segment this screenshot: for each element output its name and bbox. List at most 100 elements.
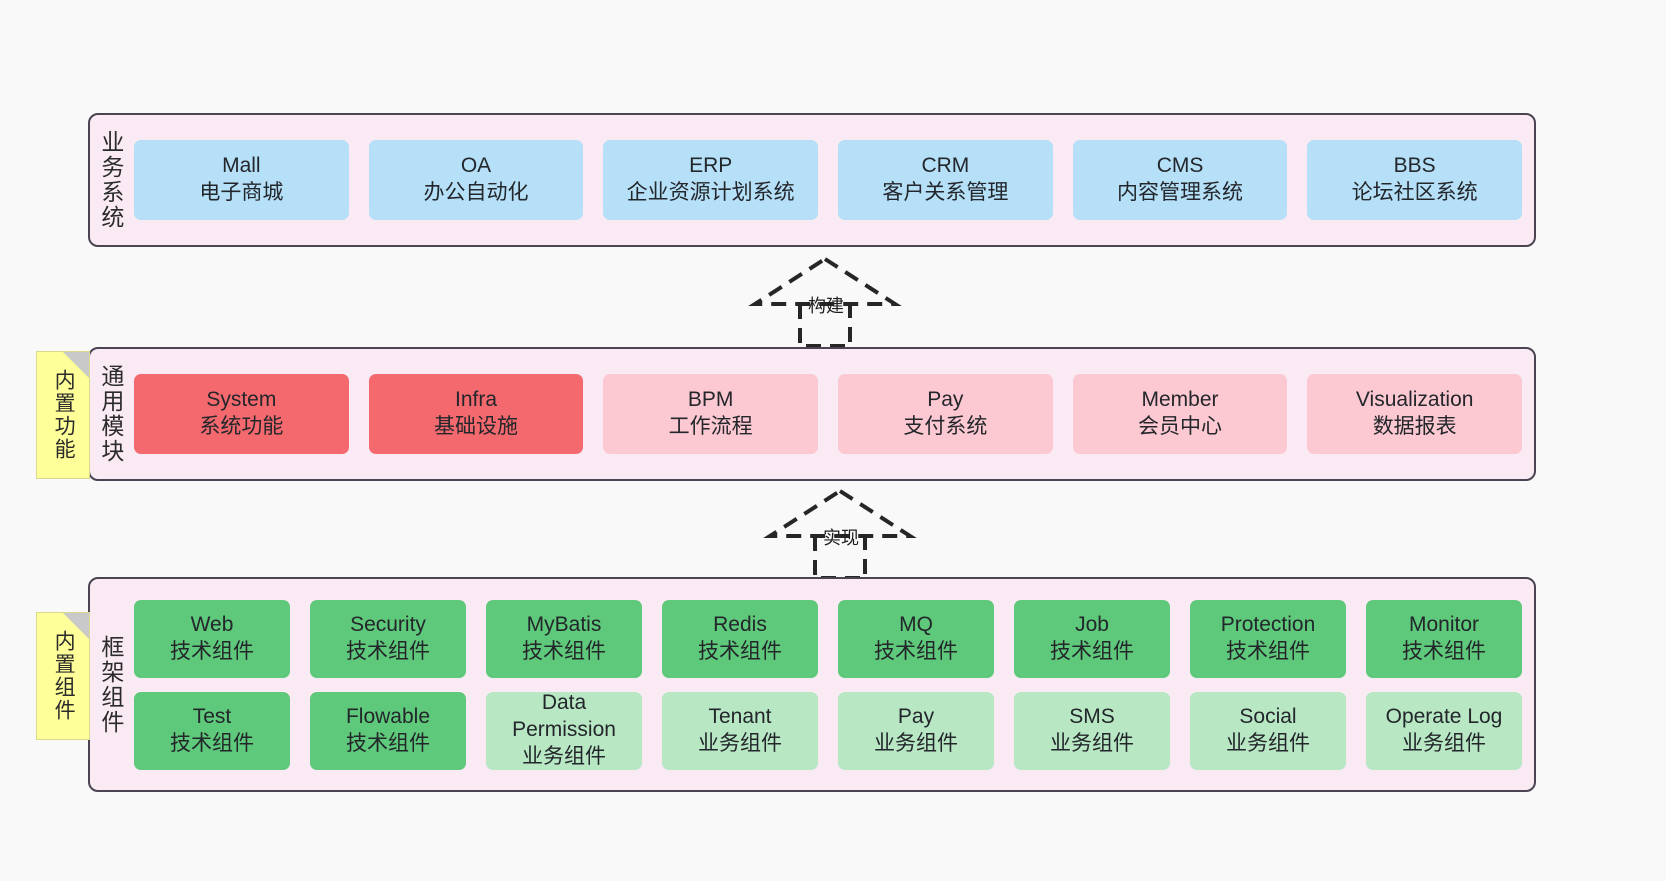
sticky-note-builtin-feature-label: 内置功能 — [52, 369, 76, 461]
box-visualization-subtitle: 数据报表 — [1372, 415, 1457, 438]
box-visualization-title: Visualization — [1355, 388, 1474, 412]
box-test-title: Test — [192, 704, 232, 728]
box-system-title: System — [206, 388, 277, 412]
box-operate-log[interactable]: Operate Log 业务组件 — [1366, 691, 1522, 770]
box-mq-subtitle: 技术组件 — [874, 639, 958, 663]
box-bbs-subtitle: 论坛社区系统 — [1351, 181, 1478, 204]
box-social[interactable]: Social 业务组件 — [1190, 691, 1346, 770]
layer-common-modules-title: 通用模块 — [97, 364, 124, 464]
page-fold-icon — [63, 352, 89, 378]
sticky-note-builtin-feature[interactable]: 内置功能 — [36, 351, 90, 479]
box-mybatis-title: MyBatis — [526, 612, 602, 636]
box-sms[interactable]: SMS 业务组件 — [1014, 691, 1170, 770]
box-security-title: Security — [350, 612, 426, 636]
box-mq[interactable]: MQ 技术组件 — [838, 599, 994, 678]
box-sms-subtitle: 业务组件 — [1050, 731, 1134, 755]
connector-implement-arrow: 实现 — [755, 488, 955, 580]
box-redis-title: Redis — [713, 612, 767, 636]
box-pay-module-title: Pay — [927, 388, 964, 412]
box-web-subtitle: 技术组件 — [170, 639, 254, 663]
box-tenant-subtitle: 业务组件 — [698, 731, 782, 755]
layer-business-system-body: Mall 电子商城 OA 办公自动化 ERP 企业资源计划系统 CRM 客户关系… — [130, 115, 1534, 245]
box-member-title: Member — [1141, 388, 1219, 412]
box-member[interactable]: Member 会员中心 — [1072, 374, 1288, 454]
box-pay-module-subtitle: 支付系统 — [903, 415, 988, 438]
box-operate-log-subtitle: 业务组件 — [1402, 731, 1486, 755]
box-visualization[interactable]: Visualization 数据报表 — [1307, 374, 1523, 454]
box-tenant[interactable]: Tenant 业务组件 — [662, 691, 818, 770]
box-pay-component[interactable]: Pay 业务组件 — [838, 691, 994, 770]
connector-build-label: 构建 — [808, 296, 844, 316]
box-oa[interactable]: OA 办公自动化 — [368, 140, 584, 220]
box-flowable[interactable]: Flowable 技术组件 — [310, 691, 466, 770]
box-flowable-subtitle: 技术组件 — [346, 731, 430, 755]
box-system[interactable]: System 系统功能 — [134, 374, 349, 454]
layer-business-system: 业务系统 Mall 电子商城 OA 办公自动化 ERP 企业资源计划系统 CRM… — [88, 113, 1536, 247]
box-social-subtitle: 业务组件 — [1226, 731, 1310, 755]
box-mq-title: MQ — [899, 612, 933, 636]
box-crm-title: CRM — [921, 154, 970, 178]
layer-common-modules: 通用模块 System 系统功能 Infra 基础设施 BPM 工作流程 Pay… — [88, 347, 1536, 481]
box-cms-subtitle: 内容管理系统 — [1117, 181, 1244, 204]
box-web[interactable]: Web 技术组件 — [134, 599, 290, 678]
box-crm[interactable]: CRM 客户关系管理 — [838, 140, 1053, 220]
box-pay-component-subtitle: 业务组件 — [874, 731, 958, 755]
box-job-subtitle: 技术组件 — [1050, 639, 1134, 663]
box-bpm-title: BPM — [687, 388, 734, 412]
box-mybatis-subtitle: 技术组件 — [522, 639, 606, 663]
layer-framework-components: 框架组件 Web 技术组件 Security 技术组件 MyBatis 技术组件… — [88, 577, 1536, 792]
layer-framework-tech-row: Web 技术组件 Security 技术组件 MyBatis 技术组件 Redi… — [134, 599, 1522, 678]
box-mall-title: Mall — [222, 154, 261, 178]
box-data-permission[interactable]: Data Permission 业务组件 — [486, 691, 642, 770]
box-monitor[interactable]: Monitor 技术组件 — [1366, 599, 1522, 678]
box-erp[interactable]: ERP 企业资源计划系统 — [603, 140, 819, 220]
sticky-note-builtin-component-label: 内置组件 — [52, 630, 76, 722]
box-infra-subtitle: 基础设施 — [434, 415, 518, 438]
box-mall-subtitle: 电子商城 — [199, 181, 284, 204]
box-bbs[interactable]: BBS 论坛社区系统 — [1307, 140, 1523, 220]
page-fold-icon — [63, 613, 89, 639]
box-pay-module[interactable]: Pay 支付系统 — [838, 374, 1053, 454]
connector-build-arrow: 构建 — [740, 256, 940, 348]
box-flowable-title: Flowable — [345, 704, 431, 728]
layer-framework-components-title: 框架组件 — [97, 634, 124, 735]
box-infra[interactable]: Infra 基础设施 — [368, 374, 584, 454]
box-protection-subtitle: 技术组件 — [1226, 639, 1310, 663]
box-erp-title: ERP — [689, 154, 733, 178]
box-protection[interactable]: Protection 技术组件 — [1190, 599, 1346, 678]
box-mybatis[interactable]: MyBatis 技术组件 — [486, 599, 642, 678]
box-system-subtitle: 系统功能 — [199, 415, 284, 438]
box-protection-title: Protection — [1220, 612, 1316, 636]
box-oa-title: OA — [460, 154, 492, 178]
connector-implement-label: 实现 — [823, 528, 859, 548]
box-test-subtitle: 技术组件 — [170, 731, 254, 755]
layer-business-system-row: Mall 电子商城 OA 办公自动化 ERP 企业资源计划系统 CRM 客户关系… — [134, 140, 1523, 220]
box-data-permission-subtitle: 业务组件 — [522, 744, 606, 768]
box-test[interactable]: Test 技术组件 — [134, 691, 290, 770]
box-crm-subtitle: 客户关系管理 — [882, 181, 1009, 204]
box-bbs-title: BBS — [1393, 154, 1436, 178]
box-pay-component-title: Pay — [897, 704, 935, 728]
box-cms[interactable]: CMS 内容管理系统 — [1072, 140, 1288, 220]
sticky-note-builtin-component[interactable]: 内置组件 — [36, 612, 90, 740]
box-member-subtitle: 会员中心 — [1138, 415, 1223, 438]
box-redis[interactable]: Redis 技术组件 — [662, 599, 818, 678]
layer-common-modules-row: System 系统功能 Infra 基础设施 BPM 工作流程 Pay 支付系统… — [134, 374, 1523, 454]
box-oa-subtitle: 办公自动化 — [423, 181, 529, 204]
box-job-title: Job — [1075, 612, 1109, 636]
layer-common-modules-body: System 系统功能 Infra 基础设施 BPM 工作流程 Pay 支付系统… — [130, 349, 1534, 479]
box-monitor-title: Monitor — [1408, 612, 1480, 636]
box-tenant-title: Tenant — [708, 704, 772, 728]
box-operate-log-title: Operate Log — [1385, 704, 1503, 728]
layer-framework-business-row: Test 技术组件 Flowable 技术组件 Data Permission … — [134, 691, 1522, 770]
box-erp-subtitle: 企业资源计划系统 — [626, 181, 795, 204]
box-redis-subtitle: 技术组件 — [698, 639, 782, 663]
box-data-permission-title: Data Permission — [512, 691, 616, 742]
box-job[interactable]: Job 技术组件 — [1014, 599, 1170, 678]
box-security[interactable]: Security 技术组件 — [310, 599, 466, 678]
box-mall[interactable]: Mall 电子商城 — [134, 140, 349, 220]
layer-framework-components-body: Web 技术组件 Security 技术组件 MyBatis 技术组件 Redi… — [130, 579, 1534, 790]
box-bpm[interactable]: BPM 工作流程 — [603, 374, 819, 454]
box-security-subtitle: 技术组件 — [346, 639, 430, 663]
